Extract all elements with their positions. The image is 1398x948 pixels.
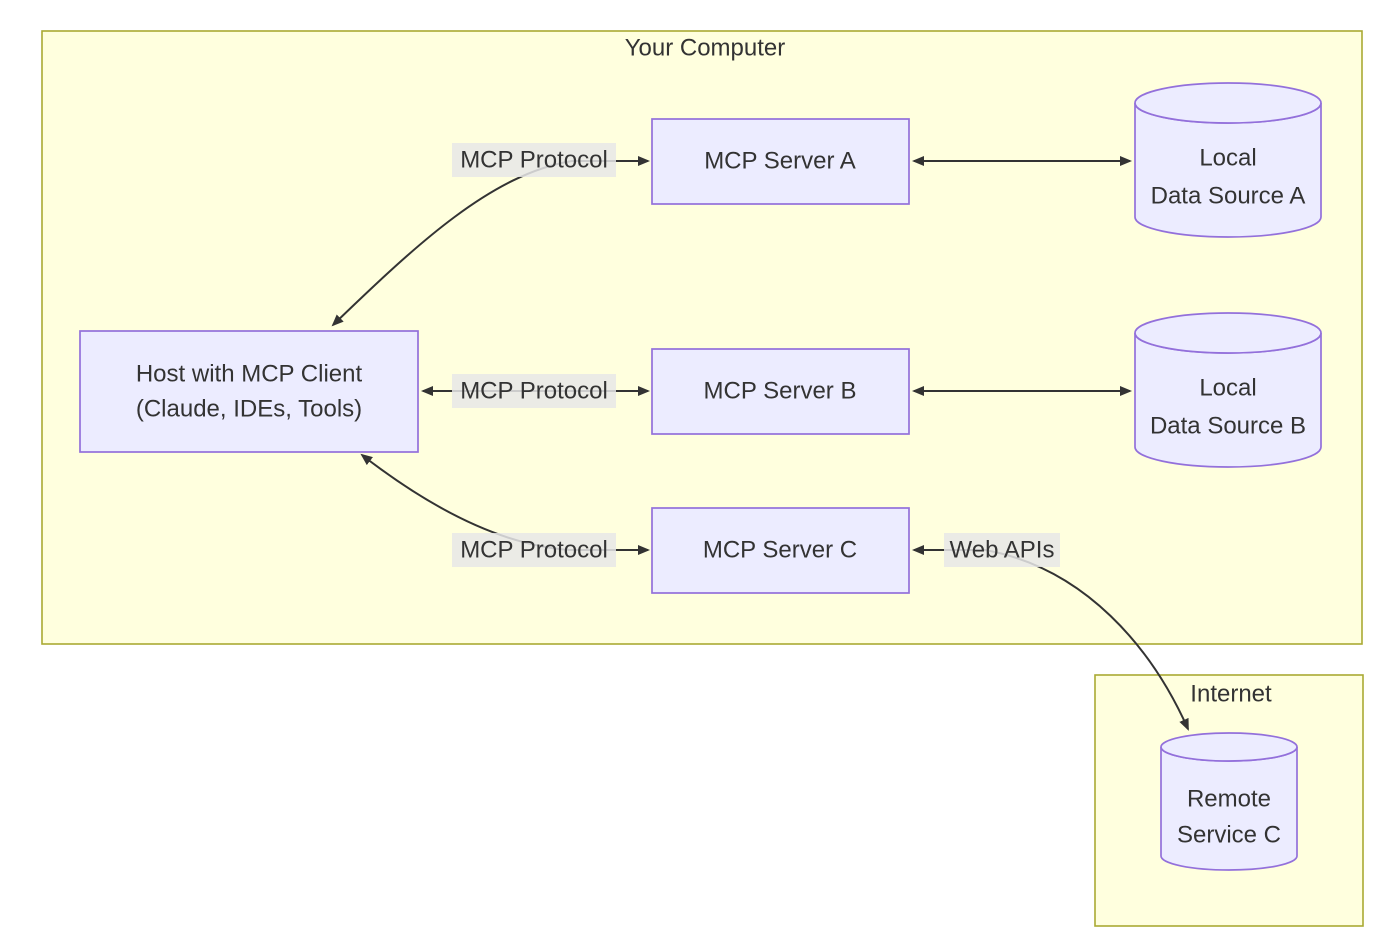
mcp-server-a-box: [651, 118, 910, 205]
host-node-label-line1: Host with MCP Client: [136, 361, 363, 388]
mcp-server-b-node: MCP Server B: [651, 348, 910, 435]
edge-label-text: MCP Protocol: [460, 537, 608, 564]
mcp-server-c-node: MCP Server C: [651, 507, 910, 594]
mcp-server-a-node: MCP Server A: [651, 118, 910, 205]
edge-label-bg: [452, 374, 616, 408]
mcp-server-c-box: [651, 507, 910, 594]
mcp-server-b-label: MCP Server B: [704, 378, 857, 405]
host-node: Host with MCP Client (Claude, IDEs, Tool…: [79, 330, 419, 453]
cylinder-top: [1134, 82, 1322, 124]
edge-label-mcp-protocol-c: MCP Protocol: [452, 533, 616, 567]
edge-label-bg: [452, 143, 616, 177]
data-source-b-label-line1: Local: [1199, 375, 1256, 402]
local-data-source-b-cylinder: Local Data Source B: [1134, 312, 1322, 468]
local-data-source-a-cylinder: Local Data Source A: [1134, 82, 1322, 238]
edge-label-text: MCP Protocol: [460, 378, 608, 405]
internet-title: Internet: [1190, 681, 1272, 708]
mcp-server-a-label: MCP Server A: [704, 148, 856, 175]
edge-label-mcp-protocol-a: MCP Protocol: [452, 143, 616, 177]
edge-label-text: Web APIs: [950, 537, 1055, 564]
remote-service-c-label-line1: Remote: [1187, 786, 1271, 813]
host-node-label-line2: (Claude, IDEs, Tools): [136, 396, 362, 423]
edge-label-bg: [452, 533, 616, 567]
edge-label-text: MCP Protocol: [460, 147, 608, 174]
data-source-b-label-line2: Data Source B: [1150, 413, 1306, 440]
your-computer-title: Your Computer: [625, 35, 786, 62]
edge-label-mcp-protocol-b: MCP Protocol: [452, 374, 616, 408]
edge-label-web-apis: Web APIs: [944, 533, 1060, 567]
cylinder-top: [1134, 312, 1322, 354]
mcp-server-c-label: MCP Server C: [703, 537, 857, 564]
host-node-box: [79, 330, 419, 453]
cylinder-top: [1160, 732, 1298, 762]
remote-service-c-label-line2: Service C: [1177, 822, 1281, 849]
data-source-a-label-line1: Local: [1199, 145, 1256, 172]
data-source-a-label-line2: Data Source A: [1151, 183, 1306, 210]
edge-label-bg: [944, 533, 1060, 567]
mcp-server-b-box: [651, 348, 910, 435]
remote-service-c-cylinder: Remote Service C: [1160, 732, 1298, 871]
